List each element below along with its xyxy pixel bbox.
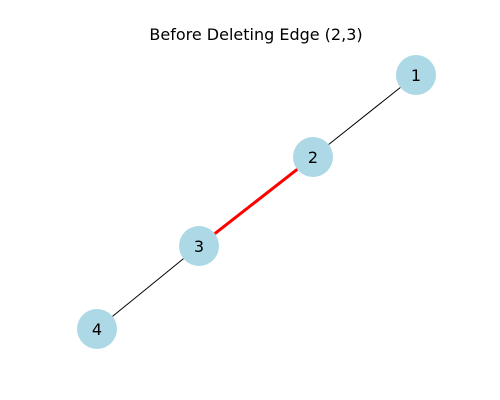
node-label: 2 xyxy=(308,148,318,167)
figure-title: Before Deleting Edge (2,3) xyxy=(149,25,362,44)
edge-3-4 xyxy=(112,258,184,317)
node-1: 1 xyxy=(396,55,436,95)
node-2: 2 xyxy=(293,137,333,177)
edge-1-2 xyxy=(328,87,401,145)
node-4: 4 xyxy=(77,309,117,349)
node-circle xyxy=(77,309,117,349)
node-label: 3 xyxy=(194,237,204,256)
node-label: 1 xyxy=(411,66,421,85)
edge-2-3 xyxy=(213,168,299,235)
node-circle xyxy=(293,137,333,177)
node-circle xyxy=(396,55,436,95)
nodes-layer: 1 2 3 4 xyxy=(77,55,436,349)
node-label: 4 xyxy=(92,320,102,339)
node-circle xyxy=(179,226,219,266)
edges-layer xyxy=(112,87,401,317)
node-3: 3 xyxy=(179,226,219,266)
